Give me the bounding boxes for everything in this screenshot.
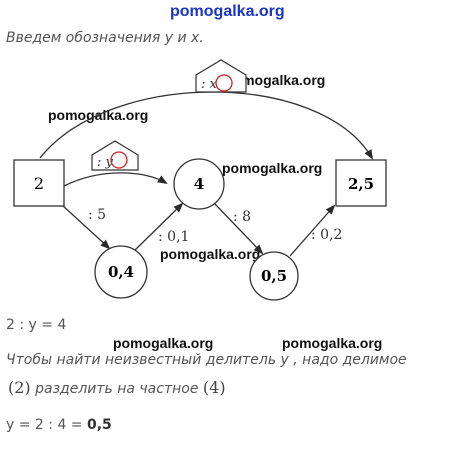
rule-line-2-text: разделить на частное	[35, 381, 199, 397]
arc-start-to-end	[39, 91, 374, 160]
arrow-start-to-left	[61, 204, 111, 250]
op-up-label: : 0,1	[158, 229, 189, 245]
watermark: pomogalka.org	[160, 246, 261, 262]
answer-prefix: у = 2 : 4 =	[6, 417, 87, 433]
node-left-label: 0,4	[108, 263, 134, 281]
equation: 2 : y = 4	[6, 317, 67, 333]
intro-text: Введем обозначения у и х.	[6, 30, 204, 46]
watermark: pomogalka.org	[225, 72, 326, 88]
watermark: pomogalka.org	[222, 160, 323, 176]
arc-start-to-mid	[63, 172, 168, 187]
answer-line: у = 2 : 4 = 0,5	[6, 417, 112, 433]
watermark-top: pomogalka.org	[170, 3, 285, 20]
node-bottom-label: 0,5	[261, 267, 287, 285]
op-final-label: : 0,2	[311, 227, 342, 243]
answer-value: 0,5	[86, 417, 112, 433]
arrow-left-to-mid	[133, 202, 184, 252]
house-x-label: : x	[201, 77, 218, 92]
division-diagram: 2 4 0,4 0,5 2,5 : 5 : 0,1 : 8 : 0,2 : y …	[13, 59, 387, 301]
watermark: pomogalka.org	[282, 335, 383, 351]
op-down-label: : 8	[233, 209, 251, 225]
arrow-mid-to-bottom	[214, 203, 264, 255]
rule-line-2: (2) разделить на частное (4)	[8, 378, 226, 397]
node-bottom-circle	[249, 251, 299, 301]
arrow-bottom-to-end	[289, 204, 336, 257]
house-y-label: : y	[97, 155, 114, 170]
node-left-circle	[94, 245, 148, 299]
node-mid-label: 4	[194, 175, 204, 193]
house-x-highlight	[215, 74, 233, 92]
node-start-box	[13, 159, 65, 207]
node-end-label: 2,5	[348, 175, 374, 193]
rule-line-1: Чтобы найти неизвестный делитель у , над…	[6, 352, 407, 368]
node-mid-circle	[173, 158, 225, 210]
watermark: pomogalka.org	[113, 335, 214, 351]
node-end-box	[335, 159, 387, 207]
node-start-label: 2	[34, 174, 44, 193]
dividend-value: (2)	[8, 378, 31, 397]
quotient-value: (4)	[202, 378, 226, 397]
op-left-label: : 5	[88, 207, 106, 223]
house-y-highlight	[110, 151, 128, 169]
